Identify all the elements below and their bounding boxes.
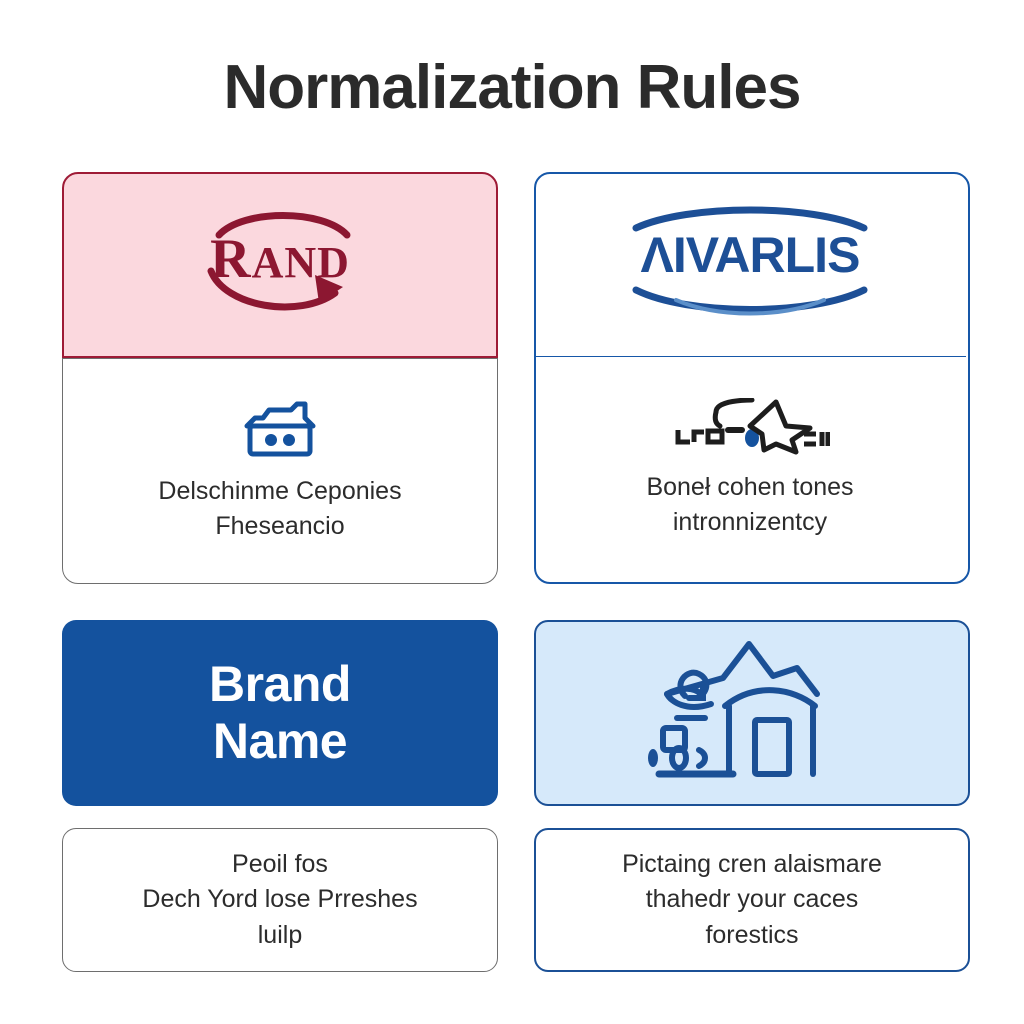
rand-caption-panel[interactable]: Delschinme Ceponies Fheseancio <box>62 358 498 584</box>
brand-name-caption-line-1: Peoil fos <box>232 849 328 878</box>
page-title: Normalization Rules <box>223 53 802 122</box>
arc-top-icon <box>632 206 868 232</box>
rand-logo-text-rest: AND <box>251 238 350 287</box>
barn-house-icon <box>244 401 316 456</box>
brand-name-caption-line-2: Dech Yord lose Prreshes <box>142 885 418 914</box>
brand-name-caption-line-3: luilp <box>257 920 303 949</box>
brand-name-line-2: Name <box>212 713 348 769</box>
cottage-house-line-icon <box>648 641 820 778</box>
house-caption-line-3: forestics <box>705 920 799 949</box>
circular-arrow-top-arc-icon <box>215 212 350 239</box>
aivarlis-caption-panel[interactable]: Boneł cohen tones intronnizentcy <box>534 358 966 580</box>
rand-logo-panel[interactable]: RAND <box>62 172 498 358</box>
card-aivarlis[interactable]: ΛIVARLIS <box>534 172 970 584</box>
house-caption-panel[interactable]: Pictaing cren alaismare thahedr your cac… <box>534 828 970 972</box>
house-logo-panel[interactable] <box>534 620 970 806</box>
brand-name-logo-panel[interactable]: Brand Name <box>62 620 498 806</box>
aivarlis-card-divider <box>534 356 966 357</box>
aivarlis-caption-content: Boneł cohen tones intronnizentcy <box>628 397 871 541</box>
circular-arrow-bottom-arc-icon <box>207 267 343 311</box>
rand-caption-line-1: Delschinme Ceponies <box>158 476 402 505</box>
aivarlis-caption-line-1: Boneł cohen tones <box>646 472 854 501</box>
aivarlis-logo-panel[interactable]: ΛIVARLIS <box>534 172 966 356</box>
aivarlis-wordmark: ΛIVARLIS <box>590 202 910 326</box>
cards-grid: RAND Delschinme Ceponies <box>62 172 970 972</box>
brand-name-caption-panel[interactable]: Peoil fos Dech Yord lose Prreshes luilp <box>62 828 498 972</box>
rand-caption-content: Delschinme Ceponies Fheseancio <box>140 398 419 545</box>
abstract-star-dash-icon <box>675 397 830 454</box>
rand-logo-text: RAND <box>210 228 350 290</box>
brand-name-text: Brand Name <box>209 656 351 770</box>
card-brand-name[interactable]: Brand Name Peoil fos Dech Yord lose Prre… <box>62 620 498 972</box>
arc-bottom-icon <box>632 286 868 316</box>
aivarlis-caption-line-2: intronnizentcy <box>672 508 828 536</box>
card-house[interactable]: Pictaing cren alaismare thahedr your cac… <box>534 620 970 972</box>
rand-wordmark: RAND <box>163 205 398 325</box>
card-rand[interactable]: RAND Delschinme Ceponies <box>62 172 498 584</box>
brand-name-line-1: Brand <box>209 656 351 712</box>
house-caption-line-1: Pictaing cren alaismare <box>622 849 882 878</box>
house-caption-line-2: thahedr your caces <box>645 885 859 914</box>
aivarlis-logo-text: ΛIVARLIS <box>640 227 861 283</box>
aivarlis-card-outline <box>534 172 970 584</box>
rand-caption-line-2: Fheseancio <box>215 512 345 540</box>
